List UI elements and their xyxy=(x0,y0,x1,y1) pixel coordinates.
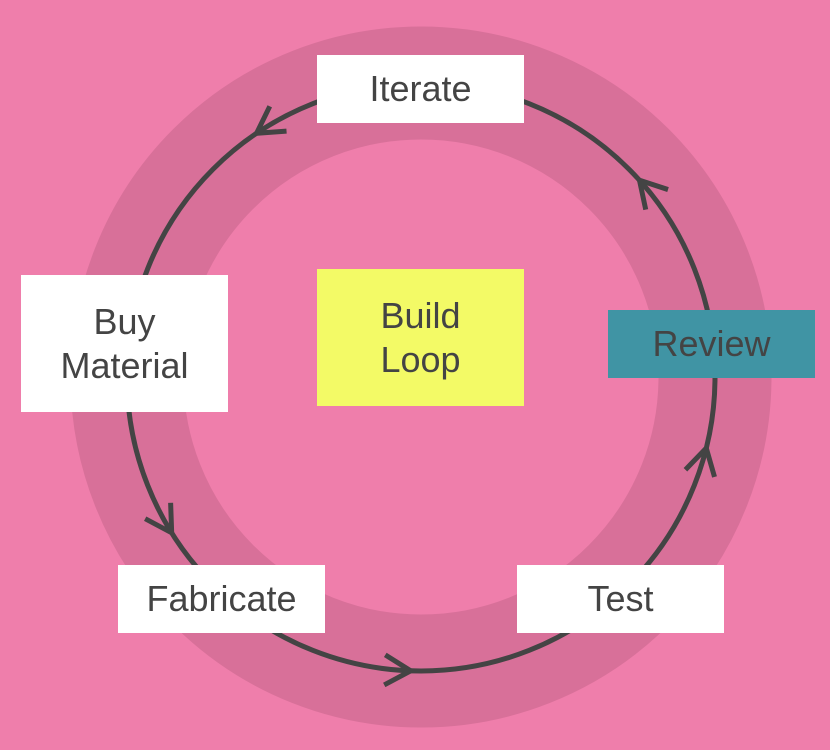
arrowhead-icon xyxy=(383,652,416,688)
node-test: Test xyxy=(517,565,724,633)
node-buy-material: Buy Material xyxy=(21,275,228,412)
arrowhead-icon xyxy=(144,502,175,538)
node-label: Fabricate xyxy=(146,578,297,619)
node-label: Test xyxy=(587,578,654,619)
arrowhead-icon xyxy=(636,176,669,211)
node-label: Iterate xyxy=(369,68,472,109)
node-label: Review xyxy=(652,323,771,364)
node-iterate: Iterate xyxy=(317,55,524,123)
center-label: Build Loop xyxy=(380,294,461,380)
arrowhead-icon xyxy=(252,105,287,137)
node-review: Review xyxy=(608,310,815,378)
center-node-build-loop: Build Loop xyxy=(317,269,524,406)
node-fabricate: Fabricate xyxy=(118,565,325,633)
node-label: Buy Material xyxy=(60,300,189,386)
arrowhead-icon xyxy=(683,443,717,478)
